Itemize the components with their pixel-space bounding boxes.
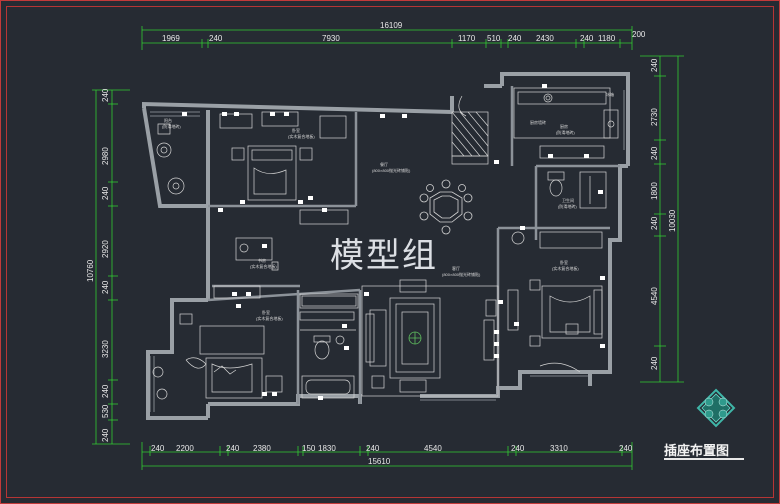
- svg-text:厨房墙砖: 厨房墙砖: [530, 119, 546, 125]
- dim-left-7: 240: [101, 384, 110, 398]
- living-room-furniture: [361, 279, 499, 397]
- dim-bottom-2: 2200: [176, 444, 194, 453]
- svg-text:卧室: 卧室: [262, 309, 270, 315]
- drawing-title: 插座布置图: [664, 444, 730, 459]
- dim-left-8: 530: [101, 404, 110, 418]
- dim-top-6: 240: [508, 34, 522, 43]
- svg-text:卧室: 卧室: [560, 259, 568, 265]
- svg-text:餐厅: 餐厅: [380, 161, 388, 167]
- bathroom-1-fixtures: [299, 293, 359, 399]
- dim-bottom-3: 240: [226, 444, 240, 453]
- bedroom-4-labels: 卧室 (实木复合地板): [552, 259, 579, 271]
- svg-text:卫生间: 卫生间: [562, 197, 574, 203]
- dim-bottom-total: 15610: [368, 457, 391, 466]
- entry-cabinet: [451, 95, 489, 165]
- dim-right-5: 240: [650, 216, 659, 230]
- dim-left-2: 2980: [101, 147, 110, 165]
- bathroom-2-fixtures: [511, 171, 607, 249]
- dim-right-2: 2730: [650, 108, 659, 126]
- svg-text:(实木复合地板): (实木复合地板): [552, 265, 579, 271]
- svg-text:(防滑地砖): (防滑地砖): [558, 203, 577, 209]
- dim-top-7: 2430: [536, 34, 554, 43]
- dim-top-1: 1969: [162, 34, 180, 43]
- living-room-rug-emblem: [408, 331, 422, 345]
- dim-left-4: 2920: [101, 240, 110, 258]
- right-dimension-chain: [640, 55, 684, 383]
- dim-bottom-8: 4540: [424, 444, 442, 453]
- living-room-labels: 客厅 (800×800抛光砖铺贴): [442, 265, 481, 277]
- svg-text:卧室: 卧室: [292, 127, 300, 133]
- dim-right-6: 4540: [650, 287, 659, 305]
- svg-text:冰箱: 冰箱: [606, 91, 614, 97]
- dim-left-total: 10760: [86, 259, 95, 282]
- dim-top-3: 7930: [322, 34, 340, 43]
- balcony-plants: [152, 123, 207, 400]
- kitchen-labels: 厨房墙砖 厨房 (防滑地砖) 冰箱: [530, 91, 614, 135]
- dim-bottom-5: 150: [302, 444, 316, 453]
- compass-rose-icon: [696, 388, 736, 428]
- dim-top-9: 1180: [598, 34, 616, 43]
- dim-right-total: 10030: [668, 209, 677, 232]
- svg-text:书房: 书房: [258, 257, 266, 263]
- dim-top-total: 16109: [380, 21, 403, 30]
- dim-bottom-9: 240: [511, 444, 525, 453]
- bedroom-2-labels: 书房 (实木复合地板): [250, 257, 277, 269]
- svg-text:厨房: 厨房: [560, 123, 568, 129]
- svg-text:(800×800抛光砖铺贴): (800×800抛光砖铺贴): [442, 271, 481, 277]
- dining-labels: 餐厅 (800×800抛光砖铺贴): [372, 161, 411, 173]
- dim-bottom-7: 240: [366, 444, 380, 453]
- dim-top-10: 200: [632, 30, 646, 39]
- dim-right-3: 240: [650, 146, 659, 160]
- dim-top-2: 240: [209, 34, 223, 43]
- dim-bottom-4: 2380: [253, 444, 271, 453]
- dim-bottom-6: 1830: [318, 444, 336, 453]
- dim-bottom-11: 240: [619, 444, 633, 453]
- dim-top-8: 240: [580, 34, 594, 43]
- title-underline: [664, 458, 744, 460]
- svg-text:(800×800抛光砖铺贴): (800×800抛光砖铺贴): [372, 167, 411, 173]
- watermark-text: 模型组: [330, 236, 438, 276]
- bedroom-1-labels: 卧室 (实木复合地板) 阳台 (防滑地砖): [162, 117, 315, 139]
- left-dimension-chain: [92, 89, 130, 445]
- svg-text:(防滑地砖): (防滑地砖): [162, 123, 181, 129]
- socket-markers: [182, 84, 605, 400]
- svg-text:客厅: 客厅: [452, 265, 460, 271]
- dim-right-4: 1800: [650, 182, 659, 200]
- bedroom-2-furniture: [213, 209, 349, 299]
- bedroom-1-furniture: [219, 111, 347, 201]
- dim-top-4: 1170: [458, 34, 476, 43]
- kitchen-fixtures: [513, 87, 619, 159]
- bedroom-3-labels: 卧室 (实木复合地板): [256, 309, 283, 321]
- svg-text:阳台: 阳台: [164, 117, 172, 123]
- bedroom-3-furniture: [179, 313, 283, 399]
- dining-table: [419, 179, 473, 235]
- bottom-dimension-chain: [141, 442, 633, 470]
- svg-text:(防滑地砖): (防滑地砖): [556, 129, 575, 135]
- dim-top-5: 510: [487, 34, 501, 43]
- bathroom-2-labels: 卫生间 (防滑地砖): [558, 197, 577, 209]
- dim-bottom-10: 3310: [550, 444, 568, 453]
- svg-text:(实木复合地板): (实木复合地板): [288, 133, 315, 139]
- dim-left-5: 240: [101, 280, 110, 294]
- dim-left-1: 240: [101, 88, 110, 102]
- dim-left-6: 3230: [101, 340, 110, 358]
- svg-text:(实木复合地板): (实木复合地板): [256, 315, 283, 321]
- dim-right-7: 240: [650, 356, 659, 370]
- inner-drawing-frame: [6, 6, 774, 498]
- dim-left-9: 240: [101, 428, 110, 442]
- svg-text:(实木复合地板): (实木复合地板): [250, 263, 277, 269]
- dim-left-3: 240: [101, 186, 110, 200]
- bedroom-4-furniture: [507, 279, 603, 373]
- dim-right-1: 240: [650, 58, 659, 72]
- dim-bottom-1: 240: [151, 444, 165, 453]
- top-dimension-chain: [141, 26, 633, 50]
- window-lines: [149, 90, 625, 412]
